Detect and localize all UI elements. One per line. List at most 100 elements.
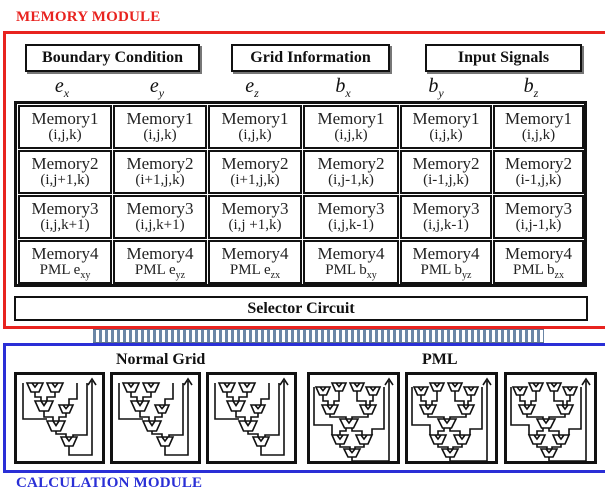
memory-cell-index: (i,j,k+1) — [40, 217, 90, 233]
memory-cell: Memory3(i,j +1,k) — [208, 195, 302, 239]
grid-information-box: Grid Information — [231, 44, 390, 72]
memory-cell-index: (i,j,k) — [334, 127, 368, 143]
memory-cell-name: Memory4 — [317, 244, 385, 263]
memory-cell-name: Memory1 — [317, 109, 385, 128]
memory-cell-name: Memory3 — [504, 199, 573, 218]
memory-cell-index: (i,j,k) — [238, 127, 272, 143]
data-bus — [93, 329, 544, 343]
memory-cell-index: (i,j +1,k) — [228, 217, 282, 233]
memory-cell-name: Memory4 — [126, 244, 194, 263]
memory-cell-name: Memory4 — [412, 244, 480, 263]
pml-unit — [405, 372, 498, 464]
normal-grid-label: Normal Grid — [116, 351, 206, 368]
variable-label-bx: bx — [335, 75, 351, 100]
memory-cell: Memory1(i,j,k) — [493, 105, 584, 149]
memory-cell-name: Memory1 — [412, 109, 480, 128]
memory-cell-name: Memory2 — [317, 154, 385, 173]
memory-cell-index: (i,j,k+1) — [135, 217, 185, 233]
memory-cell-name: Memory3 — [126, 199, 194, 218]
memory-module-title: MEMORY MODULE — [16, 9, 161, 25]
normal-adder-tree — [22, 377, 97, 456]
memory-cell-name: Memory4 — [31, 244, 99, 263]
memory-cell-index: (i,j,k) — [429, 127, 463, 143]
memory-cell: Memory1(i,j,k) — [208, 105, 302, 149]
memory-cell: Memory1(i,j,k) — [400, 105, 492, 149]
normal-adder-tree — [214, 377, 289, 456]
memory-cell-name: Memory3 — [317, 199, 385, 218]
memory-cell-name: Memory4 — [504, 244, 573, 263]
memory-cell: Memory2(i+1,j,k) — [113, 150, 207, 194]
memory-cell-index: (i-1,j,k) — [423, 172, 469, 188]
memory-cell: Memory3(i,j,k-1) — [303, 195, 399, 239]
memory-cell-name: Memory3 — [412, 199, 480, 218]
memory-cell-index: (i,j,k-1) — [328, 217, 374, 233]
input-signals-box: Input Signals — [425, 44, 582, 72]
memory-grid: Memory1(i,j,k)Memory1(i,j,k)Memory1(i,j,… — [14, 101, 587, 287]
memory-cell-name: Memory2 — [126, 154, 194, 173]
memory-cell-name: Memory2 — [504, 154, 573, 173]
memory-cell-index: (i,j,k) — [48, 127, 82, 143]
input-signals-label: Input Signals — [457, 49, 550, 66]
pml-unit — [504, 372, 597, 464]
variable-label-ex: ex — [54, 75, 70, 100]
normal-adder-tree — [118, 377, 193, 456]
memory-cell: Memory2(i-1,j,k) — [400, 150, 492, 194]
calculation-module-title: CALCULATION MODULE — [16, 475, 203, 491]
memory-cell: Memory3(i,j,k+1) — [113, 195, 207, 239]
memory-cell-index: (i+1,j,k) — [230, 172, 280, 188]
memory-cell-index: PML byz — [420, 262, 472, 282]
memory-cell: Memory3(i,j,k-1) — [400, 195, 492, 239]
normal-grid-unit — [206, 372, 297, 464]
pml-label: PML — [422, 351, 458, 368]
memory-cell-index: PML exy — [39, 262, 91, 282]
memory-cell-name: Memory4 — [221, 244, 289, 263]
memory-cell-index: (i,j+1,k) — [40, 172, 90, 188]
variable-label-ez: ez — [245, 75, 259, 100]
variable-label-bz: bz — [523, 75, 539, 100]
memory-cell-index: (i,j,k) — [521, 127, 556, 143]
selector-circuit: Selector Circuit — [14, 296, 588, 321]
memory-cell-index: PML bzx — [513, 262, 564, 282]
memory-cell-name: Memory1 — [126, 109, 194, 128]
memory-cell-name: Memory3 — [31, 199, 99, 218]
memory-cell-name: Memory1 — [504, 109, 573, 128]
boundary-condition-box: Boundary Condition — [25, 44, 200, 72]
memory-cell-index: (i,j,k) — [143, 127, 177, 143]
memory-cell-index: (i,j,k-1) — [423, 217, 469, 233]
memory-cell: Memory2(i-1,j,k) — [493, 150, 584, 194]
boundary-condition-label: Boundary Condition — [42, 49, 183, 66]
memory-cell-index: PML ezx — [229, 262, 281, 282]
memory-cell: Memory1(i,j,k) — [113, 105, 207, 149]
variable-label-ey: ey — [149, 75, 165, 100]
memory-cell-name: Memory1 — [221, 109, 289, 128]
memory-module — [3, 31, 605, 329]
grid-information-label: Grid Information — [250, 49, 371, 66]
variable-label-by: by — [428, 75, 444, 100]
pml-unit — [307, 372, 400, 464]
normal-grid-unit — [110, 372, 201, 464]
memory-cell: Memory2(i,j+1,k) — [18, 150, 112, 194]
memory-cell: Memory1(i,j,k) — [18, 105, 112, 149]
memory-cell-index: (i,j-1,k) — [515, 217, 562, 233]
memory-cell: Memory1(i,j,k) — [303, 105, 399, 149]
memory-cell-name: Memory3 — [221, 199, 289, 218]
memory-cell-index: (i+1,j,k) — [135, 172, 185, 188]
memory-cell: Memory3(i,j-1,k) — [493, 195, 584, 239]
memory-cell-index: PML bxy — [325, 262, 377, 282]
memory-cell: Memory3(i,j,k+1) — [18, 195, 112, 239]
memory-cell: Memory2(i+1,j,k) — [208, 150, 302, 194]
pml-adder-tree — [510, 377, 591, 461]
memory-cell-index: (i-1,j,k) — [515, 172, 562, 188]
memory-cell-index: PML eyz — [134, 262, 186, 282]
memory-cell-name: Memory2 — [221, 154, 289, 173]
calculation-module — [3, 343, 605, 473]
pml-adder-tree — [313, 377, 394, 461]
memory-cell-name: Memory2 — [31, 154, 99, 173]
memory-cell-name: Memory2 — [412, 154, 480, 173]
